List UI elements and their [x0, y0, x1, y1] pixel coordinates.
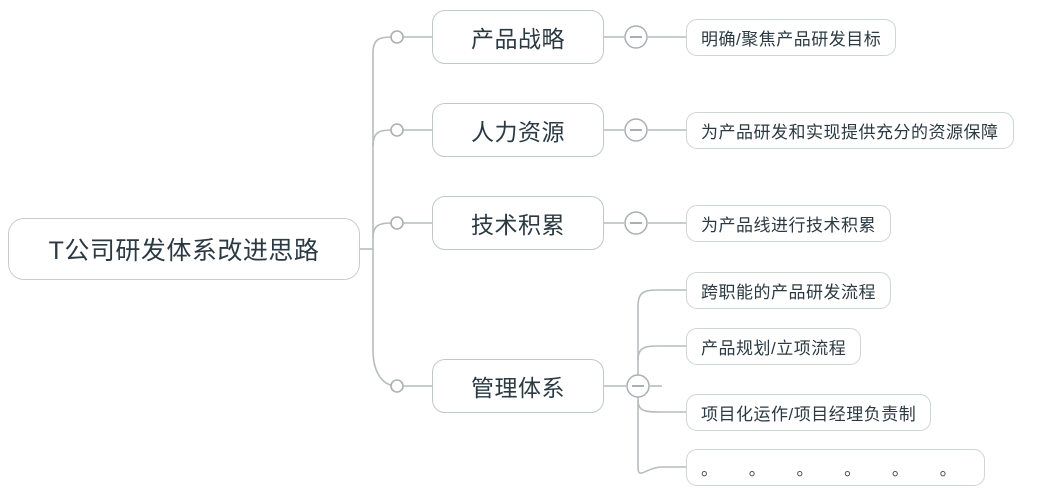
- collapse-toggles: [624, 25, 650, 398]
- branch-dot-1: [390, 30, 404, 44]
- collapse-toggle-4: [626, 374, 650, 398]
- link-sub-3: [637, 399, 686, 413]
- leaf-node-ellipsis[interactable]: 。 。 。 。 。 。: [686, 449, 985, 486]
- link-branch-2: [372, 129, 432, 147]
- leaf-node-tech-accumulation[interactable]: 为产品线进行技术积累: [686, 205, 891, 242]
- branch-dot-4: [390, 379, 404, 393]
- link-branch-4: [372, 349, 432, 387]
- collapse-toggle-3: [624, 211, 648, 235]
- link-branch-1: [372, 36, 432, 54]
- leaf-node-planning[interactable]: 产品规划/立项流程: [686, 328, 862, 365]
- link-branch-3: [372, 222, 432, 239]
- branch-node-human-resources[interactable]: 人力资源: [432, 103, 604, 157]
- link-sub-1: [637, 289, 686, 307]
- root-node[interactable]: T公司研发体系改进思路: [8, 218, 360, 280]
- branch-dot-2: [390, 123, 404, 137]
- leaf-node-cross-functional[interactable]: 跨职能的产品研发流程: [686, 272, 891, 309]
- leaf-node-goal[interactable]: 明确/聚焦产品研发目标: [686, 19, 897, 56]
- branch-node-technology[interactable]: 技术积累: [432, 196, 604, 250]
- collapse-toggle-2: [624, 118, 648, 142]
- link-sub-2: [637, 345, 686, 361]
- branch-node-product-strategy[interactable]: 产品战略: [432, 10, 604, 64]
- branch-node-management-system[interactable]: 管理体系: [432, 359, 604, 413]
- branch-dot-3: [390, 216, 404, 230]
- link-sub-4: [637, 466, 686, 474]
- leaf-node-project-management[interactable]: 项目化运作/项目经理负责制: [686, 394, 932, 431]
- collapse-toggle-1: [624, 25, 648, 49]
- leaf-node-resource[interactable]: 为产品研发和实现提供充分的资源保障: [686, 112, 1014, 149]
